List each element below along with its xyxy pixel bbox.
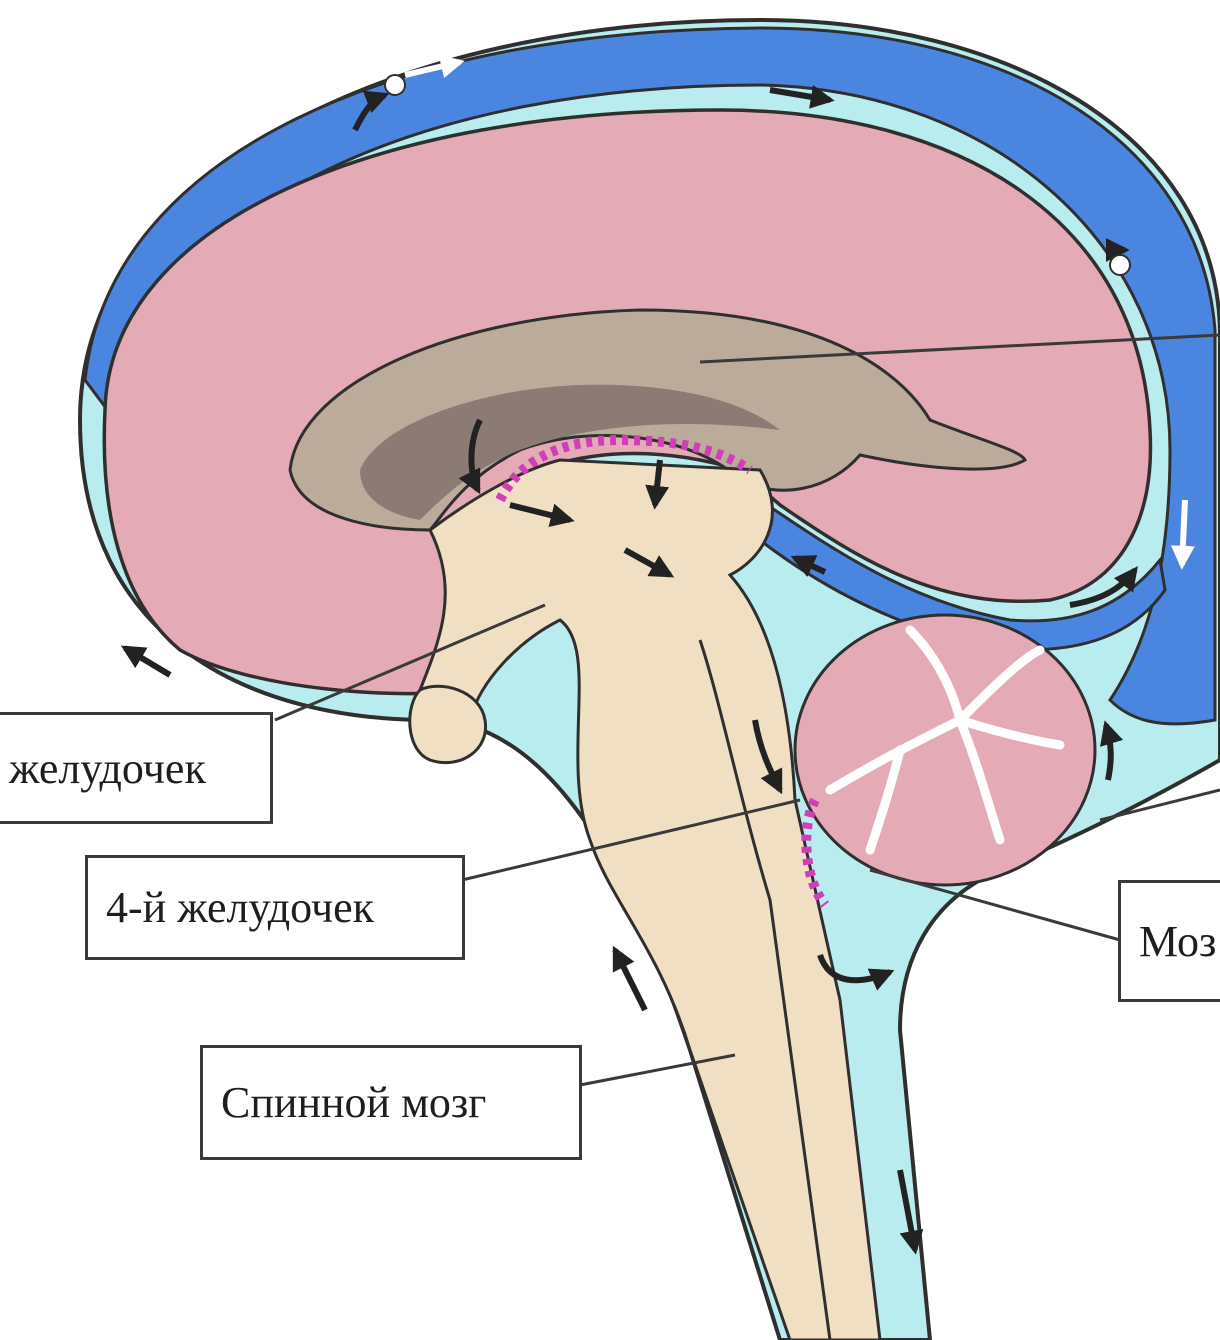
flow-arrow [615,950,645,1010]
label-cerebellum-text: Моз [1139,916,1216,967]
flow-arrow [125,648,170,675]
label-spinal-cord: Спинной мозг [200,1045,582,1160]
label-spinal-cord-text: Спинной мозг [221,1077,486,1128]
arachnoid-granulation [385,75,405,95]
label-cerebellum: Моз [1118,880,1220,1002]
label-third-ventricle: желудочек [0,712,273,824]
arachnoid-granulation [1110,255,1130,275]
label-fourth-ventricle-text: 4-й желудочек [106,882,374,933]
label-third-ventricle-text: желудочек [9,743,206,794]
venous-flow-arrow [1182,500,1185,565]
cerebellum [795,615,1095,885]
label-fourth-ventricle: 4-й желудочек [85,855,465,960]
